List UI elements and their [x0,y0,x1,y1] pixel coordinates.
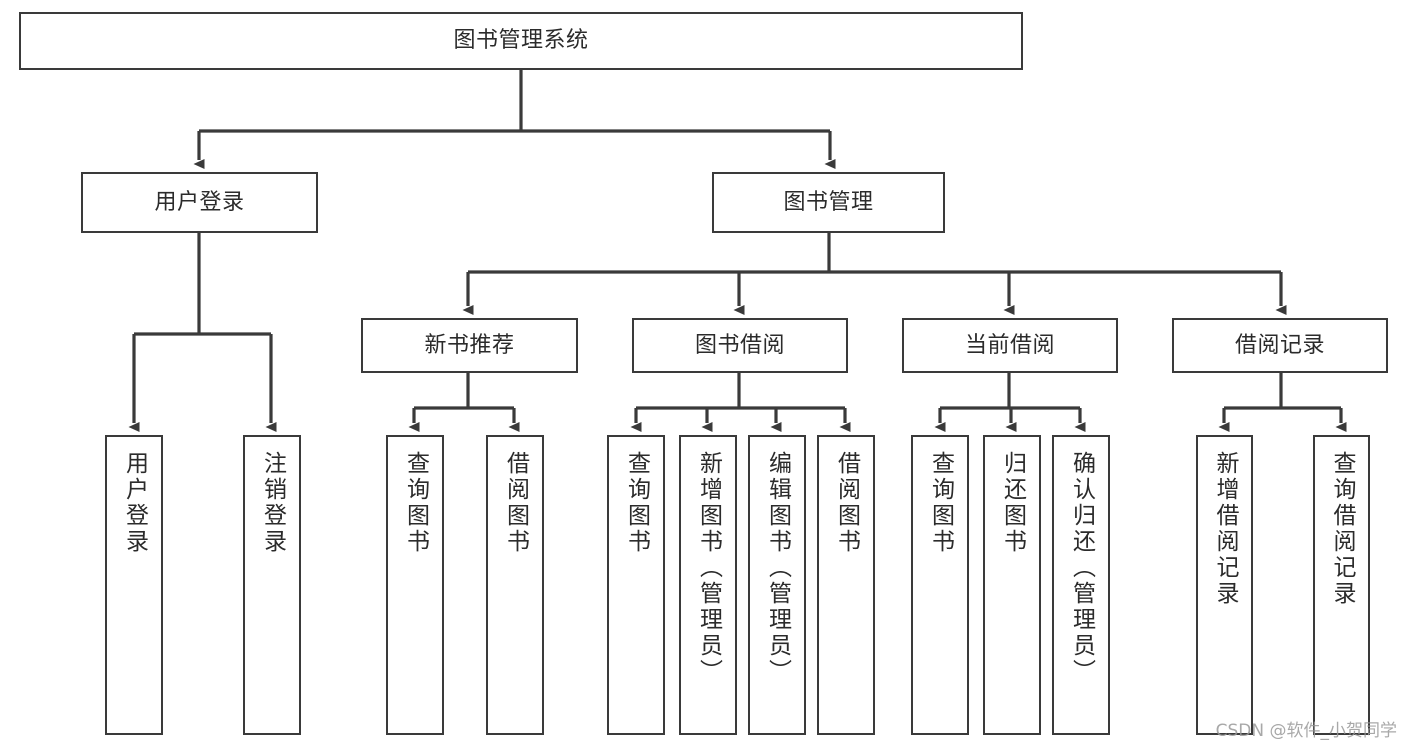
leaf-borrow-book-label: 借阅图书 [833,451,860,555]
node-book-borrow[interactable]: 图书借阅 [632,318,848,373]
leaf-add-book-admin-label: 新增图书（管理员） [695,451,722,685]
leaf-query-book-current[interactable]: 查询图书 [911,435,969,735]
node-borrow-record-label: 借阅记录 [1234,332,1325,358]
leaf-return-book-label: 归还图书 [999,451,1026,555]
node-current-borrow-label: 当前借阅 [964,332,1055,358]
leaf-user-login-label: 用户登录 [121,451,148,555]
leaf-query-book-recommend[interactable]: 查询图书 [386,435,444,735]
leaf-query-borrow-record[interactable]: 查询借阅记录 [1313,435,1370,735]
node-book-manage-label: 图书管理 [783,189,874,215]
node-user-login-label: 用户登录 [154,189,245,215]
leaf-confirm-return-admin[interactable]: 确认归还（管理员） [1052,435,1110,735]
leaf-borrow-book[interactable]: 借阅图书 [817,435,875,735]
leaf-user-login[interactable]: 用户登录 [105,435,163,735]
node-borrow-record[interactable]: 借阅记录 [1172,318,1388,373]
leaf-return-book[interactable]: 归还图书 [983,435,1041,735]
leaf-add-borrow-record[interactable]: 新增借阅记录 [1196,435,1253,735]
leaf-query-book-borrow[interactable]: 查询图书 [607,435,665,735]
node-root[interactable]: 图书管理系统 [19,12,1023,70]
node-user-login[interactable]: 用户登录 [81,172,318,233]
leaf-user-logout-label: 注销登录 [259,451,286,555]
leaf-add-book-admin[interactable]: 新增图书（管理员） [679,435,737,735]
watermark: CSDN @软件_小贺同学 [1215,721,1397,741]
leaf-query-borrow-record-label: 查询借阅记录 [1329,451,1355,607]
leaf-borrow-book-recommend-label: 借阅图书 [502,451,529,555]
node-new-book-recommend[interactable]: 新书推荐 [361,318,578,373]
leaf-add-borrow-record-label: 新增借阅记录 [1212,451,1238,607]
leaf-borrow-book-recommend[interactable]: 借阅图书 [486,435,544,735]
node-book-borrow-label: 图书借阅 [694,332,785,358]
leaf-confirm-return-admin-label: 确认归还（管理员） [1068,451,1095,685]
node-book-manage[interactable]: 图书管理 [712,172,945,233]
leaf-user-logout[interactable]: 注销登录 [243,435,301,735]
leaf-query-book-current-label: 查询图书 [927,451,954,555]
leaf-edit-book-admin-label: 编辑图书（管理员） [764,451,791,685]
leaf-query-book-borrow-label: 查询图书 [623,451,650,555]
leaf-query-book-recommend-label: 查询图书 [402,451,429,555]
node-new-book-recommend-label: 新书推荐 [424,332,515,358]
leaf-edit-book-admin[interactable]: 编辑图书（管理员） [748,435,806,735]
node-current-borrow[interactable]: 当前借阅 [902,318,1118,373]
node-root-label: 图书管理系统 [453,28,589,54]
